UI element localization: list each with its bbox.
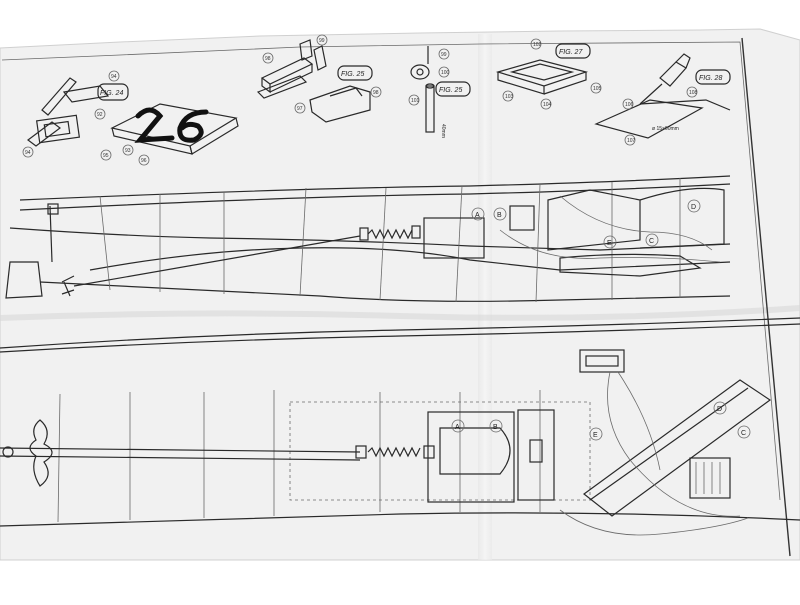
top-label-e: E bbox=[593, 432, 598, 439]
part-number: 96 bbox=[141, 158, 147, 164]
top-label-a: A bbox=[455, 424, 460, 431]
part-number: 98 bbox=[265, 56, 271, 62]
fig25-label-b: FIG. 25 bbox=[439, 87, 462, 94]
drawing-border bbox=[1, 41, 781, 501]
part-number: 108 bbox=[689, 90, 698, 96]
part-number: 102 bbox=[533, 42, 542, 48]
part-number: 99 bbox=[319, 38, 325, 44]
fold-crease-horizontal bbox=[0, 305, 800, 321]
rod-length-label: 40mm bbox=[440, 124, 446, 138]
part-number: 94 bbox=[25, 150, 31, 156]
top-label-c: C bbox=[741, 430, 746, 437]
fig28-detail: FIG. 28 ø 15×60mm 106 107 108 bbox=[594, 53, 731, 146]
top-view-hull: A B E D C bbox=[0, 317, 800, 536]
paper-sheet bbox=[0, 28, 800, 561]
part-number: 95 bbox=[103, 153, 109, 159]
border-right bbox=[741, 37, 791, 557]
top-label-b: B bbox=[493, 424, 498, 431]
side-label-b: B bbox=[497, 212, 502, 219]
handwritten-26-glyph-6 bbox=[177, 109, 209, 143]
tube-dimension-label: ø 15×60mm bbox=[652, 126, 679, 132]
part-number: 93 bbox=[125, 148, 131, 154]
part-number: 97 bbox=[297, 106, 303, 112]
fig27-detail: FIG. 27 102 103 104 105 bbox=[495, 38, 602, 110]
side-view-hull: A B E C D bbox=[5, 175, 731, 303]
part-number: 107 bbox=[627, 138, 636, 144]
fold-crease-vertical bbox=[478, 34, 492, 560]
part-number: 98 bbox=[373, 90, 379, 96]
part-number: 104 bbox=[543, 102, 552, 108]
fig28-label: FIG. 28 bbox=[699, 75, 722, 82]
part-number: 106 bbox=[625, 102, 634, 108]
fig27-label: FIG. 27 bbox=[559, 49, 583, 56]
side-label-c: C bbox=[649, 238, 654, 245]
fig24-detail: FIG. 24 94 92 94 95 bbox=[22, 70, 129, 161]
part-number: 105 bbox=[593, 86, 602, 92]
part-number: 99 bbox=[441, 52, 447, 58]
hull-block-detail: 93 96 bbox=[110, 103, 239, 166]
part-number: 103 bbox=[505, 94, 514, 100]
fig25-detail: FIG. 25 99 98 97 98 bbox=[256, 34, 382, 123]
part-number: 94 bbox=[111, 74, 117, 80]
fig25-label-a: FIG. 25 bbox=[341, 71, 364, 78]
part-number: 101 bbox=[411, 98, 420, 104]
part-number: 100 bbox=[441, 70, 450, 76]
side-label-d: D bbox=[691, 204, 696, 211]
handwritten-26-glyph-2 bbox=[134, 107, 175, 143]
side-label-a: A bbox=[475, 212, 480, 219]
top-label-d: D bbox=[717, 406, 722, 413]
part-number: 92 bbox=[97, 112, 103, 118]
side-label-e: E bbox=[607, 240, 612, 247]
fig24-label: FIG. 24 bbox=[100, 90, 123, 97]
fig25b-detail: 40mm FIG. 25 99 100 101 bbox=[408, 46, 471, 138]
